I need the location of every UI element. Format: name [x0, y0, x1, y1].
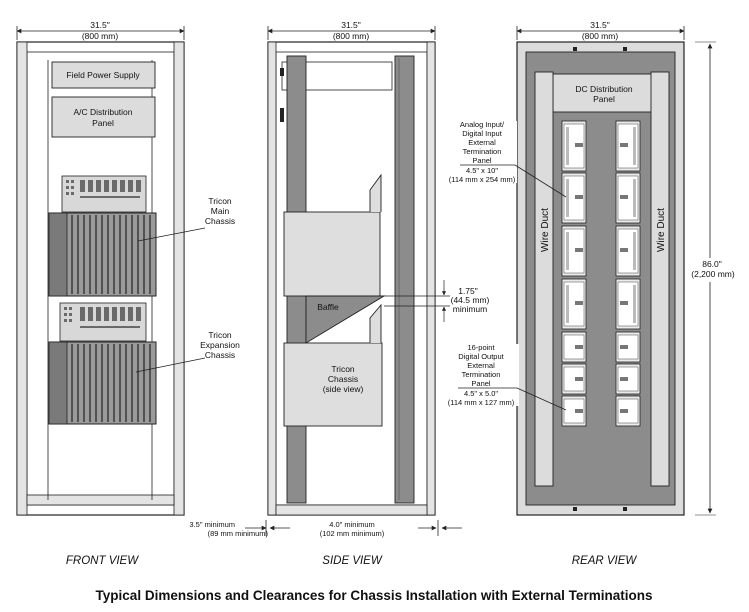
analog-panel-label-1: Analog Input/ [460, 120, 505, 129]
main-chassis-label-2: Main [211, 206, 230, 216]
termination-panel [615, 225, 641, 277]
analog-panel-label-6: 4.5" x 10" [466, 166, 498, 175]
front-clearance-2: (89 mm minimum) [208, 529, 269, 538]
side-width-in: 31.5" [341, 20, 361, 30]
field-power-label: Field Power Supply [66, 70, 140, 80]
gap-label-2: (44.5 mm) [451, 295, 490, 305]
main-chassis-label-3: Chassis [205, 216, 235, 226]
height-label-1: 86.0" [702, 259, 722, 269]
termination-panel [561, 120, 587, 172]
termination-panel [615, 278, 641, 330]
side-chassis-label-1: Tricon [331, 364, 355, 374]
analog-panel-label-5: Panel [472, 156, 492, 165]
side-view-label: SIDE VIEW [322, 555, 383, 567]
expansion-chassis-label-2: Expansion [200, 340, 240, 350]
digital-panel-label-6: 4.5" x 5.0" [464, 389, 498, 398]
expansion-chassis-leader [135, 357, 206, 373]
digital-panel-label-3: External [467, 361, 495, 370]
analog-panel-label-4: Termination [463, 147, 502, 156]
digital-panel-label-5: Panel [471, 379, 491, 388]
rear-view-label: REAR VIEW [572, 555, 638, 567]
digital-panel-label-7: (114 mm x 127 mm) [448, 398, 515, 407]
front-width-in: 31.5" [90, 20, 110, 30]
rear-view: 31.5" (800 mm) DC Distribution Panel Wir… [445, 20, 736, 567]
front-width-mm: (800 mm) [82, 31, 119, 41]
side-clearance-2: (102 mm minimum) [320, 529, 385, 538]
side-view: 31.5" (800 mm) Baffle Tricon Chassis (si… [267, 20, 490, 567]
termination-panel-small [561, 363, 587, 395]
digital-panel-label-4: Termination [462, 370, 501, 379]
expansion-chassis [48, 341, 157, 425]
termination-panel-small [615, 395, 641, 427]
termination-panels-left [561, 120, 587, 427]
termination-panel [615, 120, 641, 172]
termination-panel-small [615, 331, 641, 363]
digital-panel-leader [516, 387, 567, 411]
dc-panel-label-1: DC Distribution [575, 84, 632, 94]
termination-panel [561, 172, 587, 224]
main-chassis-leader [137, 227, 206, 242]
termination-panel-small [561, 331, 587, 363]
gap-label-1: 1.75" [458, 286, 478, 296]
side-width-mm: (800 mm) [333, 31, 370, 41]
termination-panels-right [615, 120, 641, 427]
termination-panel-small [615, 363, 641, 395]
baffle-label: Baffle [317, 302, 339, 312]
side-chassis-label-2: Chassis [328, 374, 358, 384]
termination-panel [561, 278, 587, 330]
height-label-2: (2,200 mm) [691, 269, 735, 279]
wire-duct-right-label: Wire Duct [656, 208, 667, 252]
side-expansion-chassis [283, 342, 383, 427]
digital-panel-label-2: Digital Output [458, 352, 504, 361]
baffle [305, 295, 386, 344]
wire-duct-right [650, 71, 670, 487]
ac-panel-label-2: Panel [92, 118, 114, 128]
ac-panel-label-1: A/C Distribution [73, 107, 132, 117]
termination-panel [561, 225, 587, 277]
field-power-supply [51, 61, 156, 89]
main-chassis-module [61, 175, 147, 213]
wire-duct-left [534, 71, 554, 487]
rear-width-in: 31.5" [590, 20, 610, 30]
side-main-chassis [283, 211, 381, 297]
expansion-chassis-label-1: Tricon [208, 330, 232, 340]
ac-distribution-panel [51, 96, 156, 138]
side-chassis-label-3: (side view) [323, 384, 364, 394]
wire-duct-left-label: Wire Duct [540, 208, 551, 252]
main-chassis-label-1: Tricon [208, 196, 232, 206]
analog-panel-leader [514, 164, 567, 198]
front-view-label: FRONT VIEW [66, 555, 139, 567]
termination-panel-small [561, 395, 587, 427]
analog-panel-label-3: External [468, 138, 496, 147]
main-chassis [48, 212, 157, 297]
analog-panel-label-2: Digital Input [462, 129, 503, 138]
termination-panel [615, 172, 641, 224]
front-view: 31.5" (800 mm) Field Power Supply A/C Di… [16, 20, 269, 567]
expansion-chassis-label-3: Chassis [205, 350, 235, 360]
dc-distribution-panel [552, 73, 656, 113]
side-rear-rail [394, 55, 415, 504]
front-clearance-1: 3.5" minimum [189, 520, 235, 529]
expansion-chassis-module [59, 302, 147, 342]
dc-panel-label-2: Panel [593, 94, 615, 104]
side-clearance-1: 4.0" minimum [329, 520, 375, 529]
digital-panel-label-1: 16-point [467, 343, 495, 352]
gap-label-3: minimum [453, 304, 487, 314]
rear-width-mm: (800 mm) [582, 31, 619, 41]
analog-panel-label-7: (114 mm x 254 mm) [449, 175, 516, 184]
figure-caption: Typical Dimensions and Clearances for Ch… [96, 588, 653, 603]
